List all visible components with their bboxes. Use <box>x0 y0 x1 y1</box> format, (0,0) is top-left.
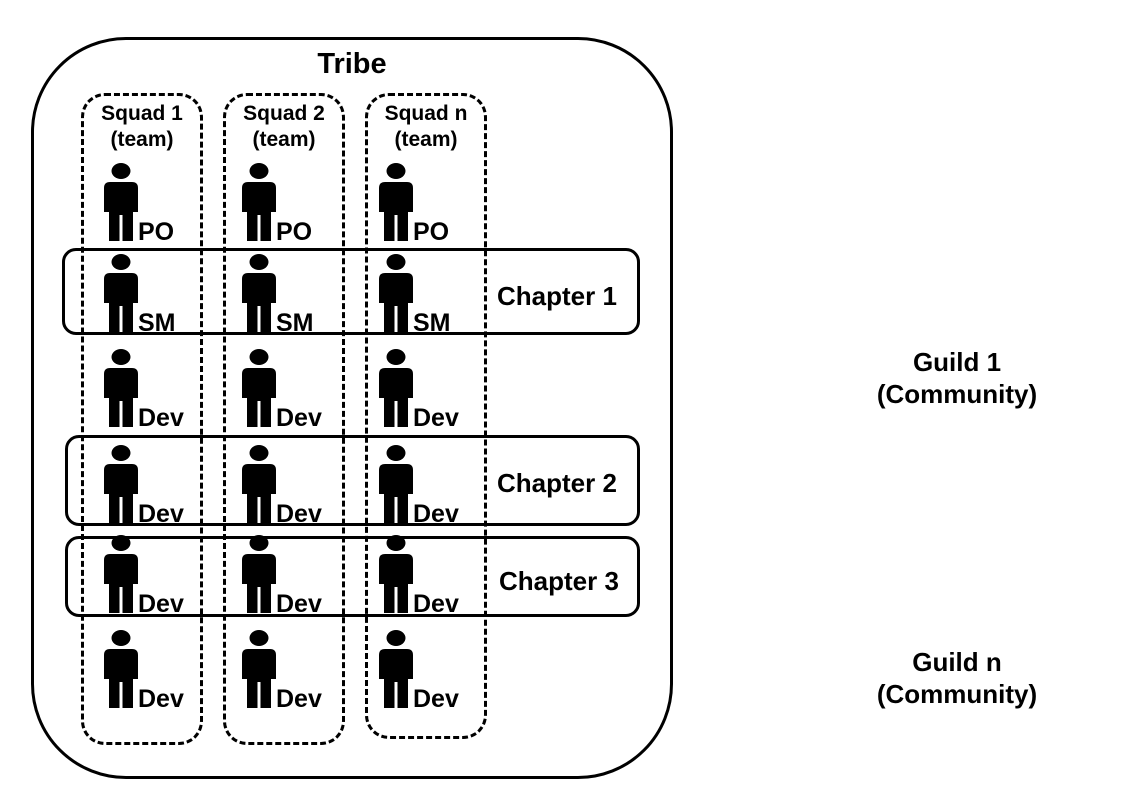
role-label: Dev <box>138 685 184 713</box>
chapter-box-1 <box>62 248 640 335</box>
person-icon <box>379 254 413 332</box>
role-label: Dev <box>413 500 459 528</box>
squad-name: Squad n <box>384 102 468 125</box>
person-icon <box>242 349 276 427</box>
person-icon <box>104 349 138 427</box>
tribe-title: Tribe <box>317 48 387 80</box>
person-icon <box>242 445 276 523</box>
guild-n: Guild n (Community) <box>837 646 1077 710</box>
person-icon <box>242 254 276 332</box>
person-icon <box>242 163 276 241</box>
role-label: Dev <box>276 590 322 618</box>
role-label: PO <box>138 218 175 246</box>
role-label: Dev <box>276 404 322 432</box>
squad-title-1: Squad 1 (team) <box>81 101 203 153</box>
role-label: Dev <box>276 685 322 713</box>
role-label: Dev <box>413 590 459 618</box>
role-label: Dev <box>276 500 322 528</box>
person-icon <box>104 445 138 523</box>
person-icon <box>104 163 138 241</box>
role-label: Dev <box>413 404 459 432</box>
squad-subtitle: (team) <box>252 128 316 151</box>
guild-name: Guild n <box>912 647 1002 677</box>
squad-column-1 <box>81 93 203 745</box>
guild-name: Guild 1 <box>912 347 1002 377</box>
chapter-label-3: Chapter 3 <box>499 566 619 596</box>
person-icon <box>242 630 276 708</box>
squad-column-n <box>365 93 487 739</box>
guild-1: Guild 1 (Community) <box>837 346 1077 410</box>
role-label: PO <box>413 218 450 246</box>
person-icon <box>242 535 276 613</box>
chapter-label-1: Chapter 1 <box>497 281 617 311</box>
person-icon <box>379 445 413 523</box>
person-icon <box>379 630 413 708</box>
guild-subtitle: (Community) <box>876 379 1038 409</box>
squad-title-n: Squad n (team) <box>365 101 487 153</box>
role-label: PO <box>276 218 313 246</box>
squad-subtitle: (team) <box>110 128 174 151</box>
person-icon <box>379 349 413 427</box>
squad-title-2: Squad 2 (team) <box>223 101 345 153</box>
squad-name: Squad 1 <box>101 102 183 125</box>
squad-name: Squad 2 <box>243 102 325 125</box>
person-icon <box>104 535 138 613</box>
person-icon <box>104 254 138 332</box>
role-label: Dev <box>138 500 184 528</box>
role-label: Dev <box>413 685 459 713</box>
chapter-box-2 <box>65 435 640 526</box>
chapter-label-2: Chapter 2 <box>497 468 617 498</box>
guild-subtitle: (Community) <box>876 679 1038 709</box>
squad-column-2 <box>223 93 345 745</box>
squad-subtitle: (team) <box>394 128 458 151</box>
tribe-container <box>31 37 673 779</box>
person-icon <box>379 163 413 241</box>
role-label: Dev <box>138 404 184 432</box>
chapter-box-3 <box>65 536 640 617</box>
person-icon <box>379 535 413 613</box>
role-label: SM <box>276 309 314 337</box>
person-icon <box>104 630 138 708</box>
role-label: Dev <box>138 590 184 618</box>
role-label: SM <box>413 309 451 337</box>
role-label: SM <box>138 309 176 337</box>
